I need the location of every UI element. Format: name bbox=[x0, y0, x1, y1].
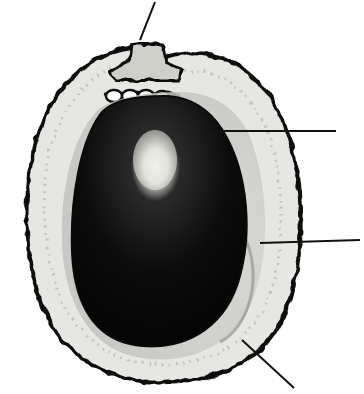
pericarp-pointer-line bbox=[242, 340, 294, 388]
seed-icon bbox=[72, 96, 247, 346]
stalk-pointer-line bbox=[140, 2, 155, 40]
